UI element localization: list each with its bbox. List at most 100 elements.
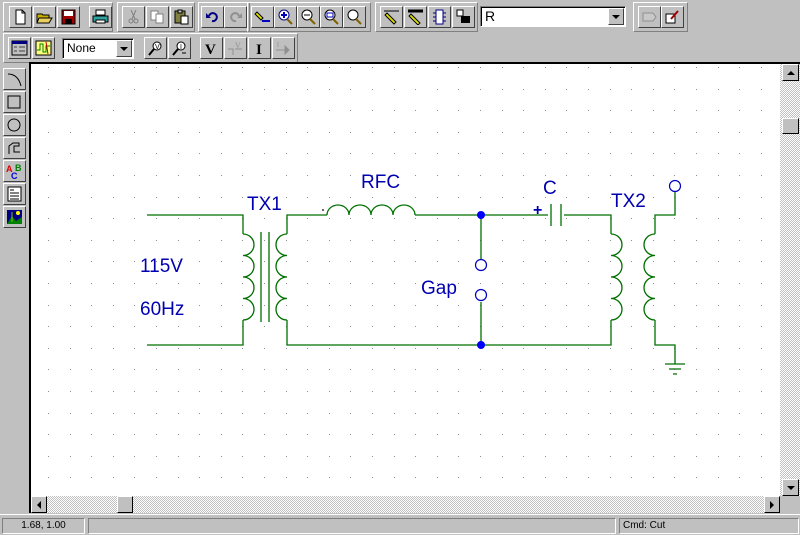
tx2-label[interactable]: TX2 [611, 191, 646, 212]
redraw-button[interactable] [251, 6, 274, 28]
grid-dot [156, 240, 157, 241]
undo-toolbar-group [198, 2, 250, 32]
grid-dot [91, 197, 92, 198]
grid-dot [458, 218, 459, 219]
markers-profile-dropdown-button[interactable] [116, 40, 132, 57]
part-name-value: R [485, 8, 496, 24]
zoom-area-button[interactable] [320, 6, 343, 28]
zoom-out-button[interactable] [297, 6, 320, 28]
source-frequency-label[interactable]: 60Hz [140, 299, 184, 320]
save-button[interactable] [57, 6, 80, 28]
main-toolbar: R [3, 2, 800, 32]
grid-dot [329, 326, 330, 327]
voltage-diff-marker-button[interactable]: V [224, 37, 247, 59]
junction-bottom[interactable] [477, 341, 485, 349]
grid-dot [286, 197, 287, 198]
voltage-probe-button[interactable]: V [144, 37, 167, 59]
redo-button[interactable] [224, 6, 247, 28]
grid-dot [696, 477, 697, 478]
grid-dot [372, 240, 373, 241]
scroll-down-button[interactable] [782, 479, 799, 496]
vertical-scroll-thumb[interactable] [782, 118, 799, 134]
grid-dot [70, 89, 71, 90]
scroll-up-button[interactable] [782, 64, 799, 81]
grid-dot [610, 261, 611, 262]
paste-button[interactable] [170, 6, 193, 28]
tx1-label[interactable]: TX1 [247, 194, 282, 215]
edit-symbol-button[interactable] [638, 6, 661, 28]
grid-dot [178, 434, 179, 435]
grid-dot [307, 67, 308, 68]
grid-dot [415, 456, 416, 457]
grid-dot [91, 391, 92, 392]
grid-dot [156, 218, 157, 219]
grid-dot [178, 477, 179, 478]
current-marker-button[interactable]: I [248, 37, 271, 59]
tx1-secondary-coil [275, 233, 288, 321]
grid-dots [48, 67, 762, 478]
simulate-button[interactable] [32, 37, 55, 59]
copy-button[interactable] [146, 6, 169, 28]
find-part-button[interactable] [452, 6, 475, 28]
grid-dot [70, 175, 71, 176]
zoom-in-icon [278, 9, 293, 25]
get-part-button[interactable] [428, 6, 451, 28]
draw-box-button[interactable] [3, 91, 26, 113]
grid-dot [588, 89, 589, 90]
source-voltage-label[interactable]: 115V [140, 256, 183, 277]
schematic-canvas[interactable]: 115V 60Hz TX1 RFC Gap C + TX2 [31, 64, 780, 496]
undo-button[interactable] [201, 6, 224, 28]
vertical-scrollbar[interactable] [780, 64, 800, 496]
print-button[interactable] [89, 6, 112, 28]
horizontal-scrollbar[interactable] [31, 496, 780, 513]
text-box-button[interactable] [3, 183, 26, 205]
part-name-dropdown-button[interactable] [608, 8, 624, 25]
junction-top[interactable] [477, 211, 485, 219]
draw-polyline-button[interactable] [3, 137, 26, 159]
capacitor-label[interactable]: C [543, 178, 557, 199]
part-name-combo[interactable]: R [480, 6, 626, 27]
grid-dot [631, 89, 632, 90]
cut-button[interactable] [122, 6, 145, 28]
current-probe-button[interactable]: I [168, 37, 191, 59]
scroll-left-button[interactable] [31, 496, 47, 513]
grid-dot [696, 261, 697, 262]
grid-dot [394, 153, 395, 154]
zoom-in-button[interactable] [274, 6, 297, 28]
grid-dot [329, 305, 330, 306]
draw-circle-button[interactable] [3, 114, 26, 136]
gap-label[interactable]: Gap [421, 278, 457, 299]
redo-icon [230, 12, 242, 23]
grid-dot [761, 326, 762, 327]
scroll-right-button[interactable] [764, 496, 780, 513]
rfc-label[interactable]: RFC [361, 172, 400, 193]
grid-dot [242, 67, 243, 68]
open-file-button[interactable] [33, 6, 56, 28]
grid-dot [545, 132, 546, 133]
zoom-all-button[interactable] [343, 6, 366, 28]
setup-analysis-button[interactable] [8, 37, 31, 59]
grid-dot [394, 240, 395, 241]
horizontal-scroll-thumb[interactable] [117, 496, 133, 513]
grid-dot [221, 348, 222, 349]
grid-dot [523, 218, 524, 219]
draw-arc-button[interactable] [3, 68, 26, 90]
grid-dot [178, 110, 179, 111]
current-into-pin-marker-button[interactable]: I [272, 37, 295, 59]
grid-dot [329, 240, 330, 241]
markers-profile-combo[interactable]: None [62, 38, 134, 59]
grid-dot [134, 89, 135, 90]
grid-dot [718, 326, 719, 327]
grid-dot [70, 283, 71, 284]
grid-dot [350, 175, 351, 176]
insert-picture-button[interactable] [3, 206, 26, 228]
draw-bus-button[interactable] [404, 6, 427, 28]
new-file-button[interactable] [9, 6, 32, 28]
tag-icon [642, 12, 657, 22]
edit-attributes-button[interactable] [661, 6, 684, 28]
draw-wire-button[interactable] [380, 6, 403, 28]
voltage-marker-button[interactable]: V [200, 37, 223, 59]
grid-dot [458, 153, 459, 154]
